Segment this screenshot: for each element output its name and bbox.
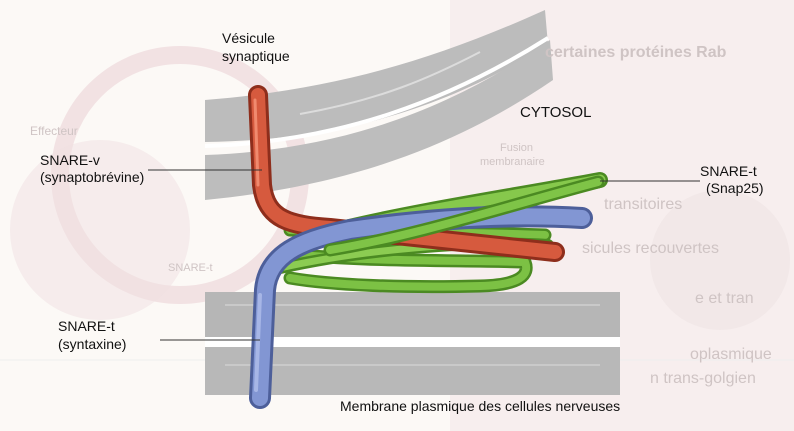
background-effector-label: Effecteur: [30, 124, 78, 138]
snare-v-label-line2: (synaptobrévine): [40, 169, 144, 186]
snare-t-snap25-label-line1: SNARE-t: [700, 163, 757, 180]
vesicle-label-line1: Vésicule: [222, 30, 275, 47]
cytosol-label: CYTOSOL: [520, 104, 591, 121]
background-fusion-label: Fusion: [500, 142, 533, 154]
background-text-fragment-4: oplasmique: [690, 346, 772, 364]
background-text-fragment-2: sicules recouvertes: [582, 240, 719, 258]
membrane-label: Membrane plasmique des cellules nerveuse…: [340, 398, 620, 415]
background-heading: certaines protéines Rab: [545, 44, 726, 62]
background-text-fragment-3: e et tran: [695, 290, 754, 308]
snare-t-syntaxin-label-line2: (syntaxine): [58, 336, 126, 353]
snare-v-label-line1: SNARE-v: [40, 152, 100, 169]
snare-t-syntaxin-label-line1: SNARE-t: [58, 318, 115, 335]
vesicle-label-line2: synaptique: [222, 48, 290, 65]
background-text-fragment-1: transitoires: [604, 196, 682, 214]
snare-t-snap25-label-line2: (Snap25): [706, 180, 764, 197]
background-fusion-label-2: membranaire: [480, 156, 545, 168]
background-snare-label: SNARE-t: [168, 262, 213, 274]
background-text-fragment-5: n trans-golgien: [650, 370, 756, 388]
